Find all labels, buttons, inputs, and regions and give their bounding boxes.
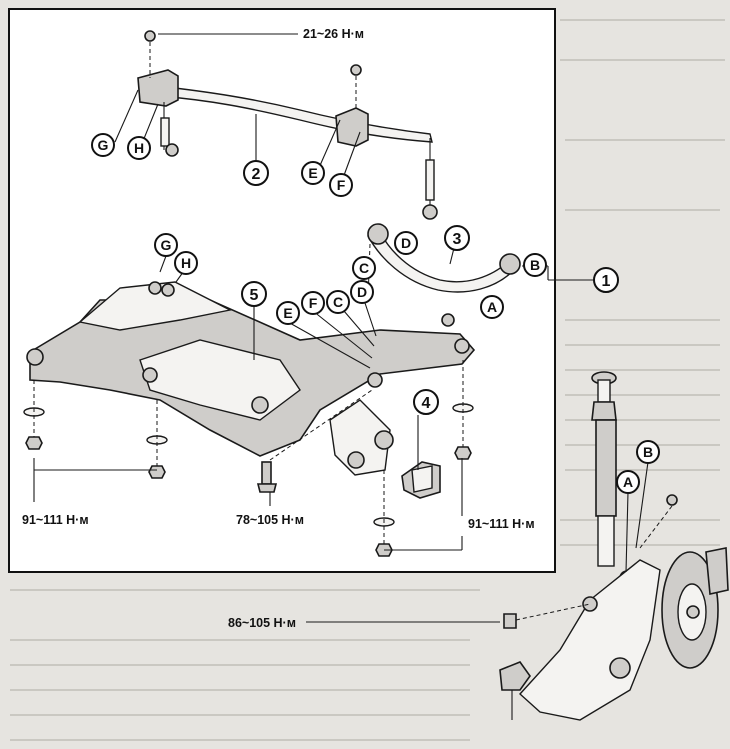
callout-E-cross-label: E — [283, 305, 292, 321]
callout-A-knuckle: A — [616, 470, 640, 494]
callout-2-label: 2 — [252, 166, 261, 183]
bushing-bracket — [401, 461, 441, 499]
callout-G-cross-label: G — [161, 237, 172, 253]
callout-G-top: G — [91, 133, 115, 157]
knuckle-assembly — [499, 494, 729, 721]
callout-F-top: F — [329, 173, 353, 197]
upper-arm — [367, 223, 521, 301]
callout-C-arm: C — [352, 256, 376, 280]
torque-bolt-center: 78~105 Н·м — [236, 513, 304, 527]
callout-H-cross-label: H — [181, 255, 191, 271]
callout-E-top-label: E — [308, 165, 317, 181]
callout-4-label: 4 — [422, 395, 431, 412]
callout-C-cross: C — [326, 290, 350, 314]
callout-D-arm: D — [394, 231, 418, 255]
washers-nuts — [23, 360, 474, 557]
callout-B-knuckle: B — [636, 440, 660, 464]
callout-F-top-label: F — [337, 177, 346, 193]
callout-H-cross: H — [174, 251, 198, 275]
stabilizer-bar — [137, 30, 438, 220]
callout-G-top-label: G — [98, 137, 109, 153]
callout-D-cross: D — [350, 280, 374, 304]
callout-5-label: 5 — [250, 287, 259, 304]
callout-3: 3 — [444, 225, 470, 251]
callout-F-cross-label: F — [309, 295, 318, 311]
crossmember — [26, 281, 476, 476]
callout-H-top-label: H — [134, 140, 144, 156]
callout-B-knuckle-label: B — [643, 444, 653, 460]
callout-5: 5 — [241, 281, 267, 307]
torque-stabilizer-nut: 21~26 Н·м — [303, 27, 364, 41]
callout-1: 1 — [593, 267, 619, 293]
torque-crossmember-right: 91~111 Н·м — [468, 517, 535, 531]
leader-lines — [33, 33, 649, 623]
callout-F-cross: F — [301, 291, 325, 315]
callout-B-arm: B — [523, 253, 547, 277]
callout-A-knuckle-label: A — [623, 474, 633, 490]
callout-A-arm-label: A — [487, 299, 497, 315]
callout-D-arm-label: D — [401, 235, 411, 251]
callout-E-cross: E — [276, 301, 300, 325]
callout-C-arm-label: C — [359, 260, 369, 276]
callout-A-arm: A — [480, 295, 504, 319]
torque-crossmember-left: 91~111 Н·м — [22, 513, 89, 527]
callout-D-cross-label: D — [357, 284, 367, 300]
callout-4: 4 — [413, 389, 439, 415]
callout-B-arm-label: B — [530, 257, 540, 273]
callout-3-label: 3 — [453, 231, 462, 248]
torque-knuckle-bolt: 86~105 Н·м — [228, 616, 296, 630]
callout-E-top: E — [301, 161, 325, 185]
callout-1-label: 1 — [602, 273, 611, 290]
callout-2: 2 — [243, 160, 269, 186]
callout-G-cross: G — [154, 233, 178, 257]
background-page — [10, 19, 725, 741]
callout-H-top: H — [127, 136, 151, 160]
callout-C-cross-label: C — [333, 294, 343, 310]
